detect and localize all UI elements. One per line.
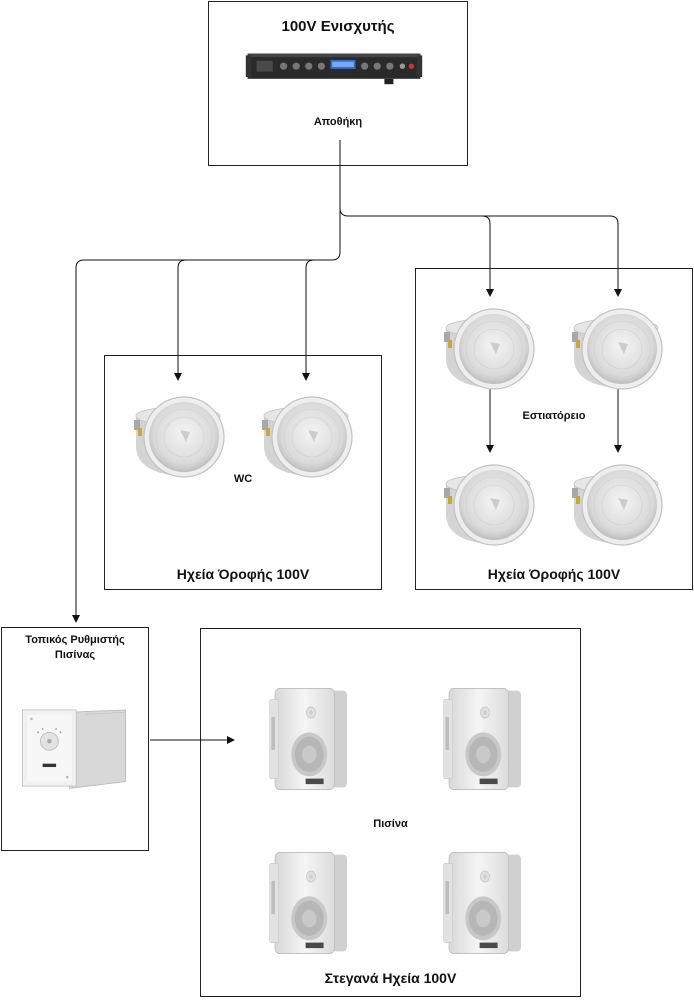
wc-title: Ηχεία Όροφής 100V: [176, 566, 310, 582]
waterproof-speaker: [440, 848, 530, 958]
pool-location: Πισίνα: [373, 818, 408, 830]
wc-location: WC: [233, 473, 253, 485]
restaurant-location: Εστιατόρειο: [522, 410, 586, 422]
ceiling-speaker: [256, 380, 356, 480]
ceiling-speaker: [566, 448, 666, 548]
ceiling-speaker: [128, 380, 228, 480]
waterproof-speaker: [266, 684, 356, 794]
amplifier-box: [208, 1, 468, 166]
ceiling-speaker: [438, 448, 538, 548]
amplifier-device: [244, 50, 424, 86]
ceiling-speaker: [566, 292, 666, 392]
waterproof-speaker: [440, 684, 530, 794]
amplifier-title: 100V Ενισχυτής: [281, 18, 395, 35]
waterproof-speaker: [266, 848, 356, 958]
amplifier-location: Αποθήκη: [313, 116, 363, 128]
controller-title-line2: Πισίνας: [54, 649, 96, 661]
pool-title: Στεγανά Ηχεία 100V: [324, 970, 457, 986]
restaurant-title: Ηχεία Όροφής 100V: [487, 566, 621, 582]
ceiling-speaker: [438, 292, 538, 392]
volume-controller-device: [18, 702, 130, 794]
controller-title-line1: Τοπικός Ρυθμιστής: [25, 634, 125, 646]
